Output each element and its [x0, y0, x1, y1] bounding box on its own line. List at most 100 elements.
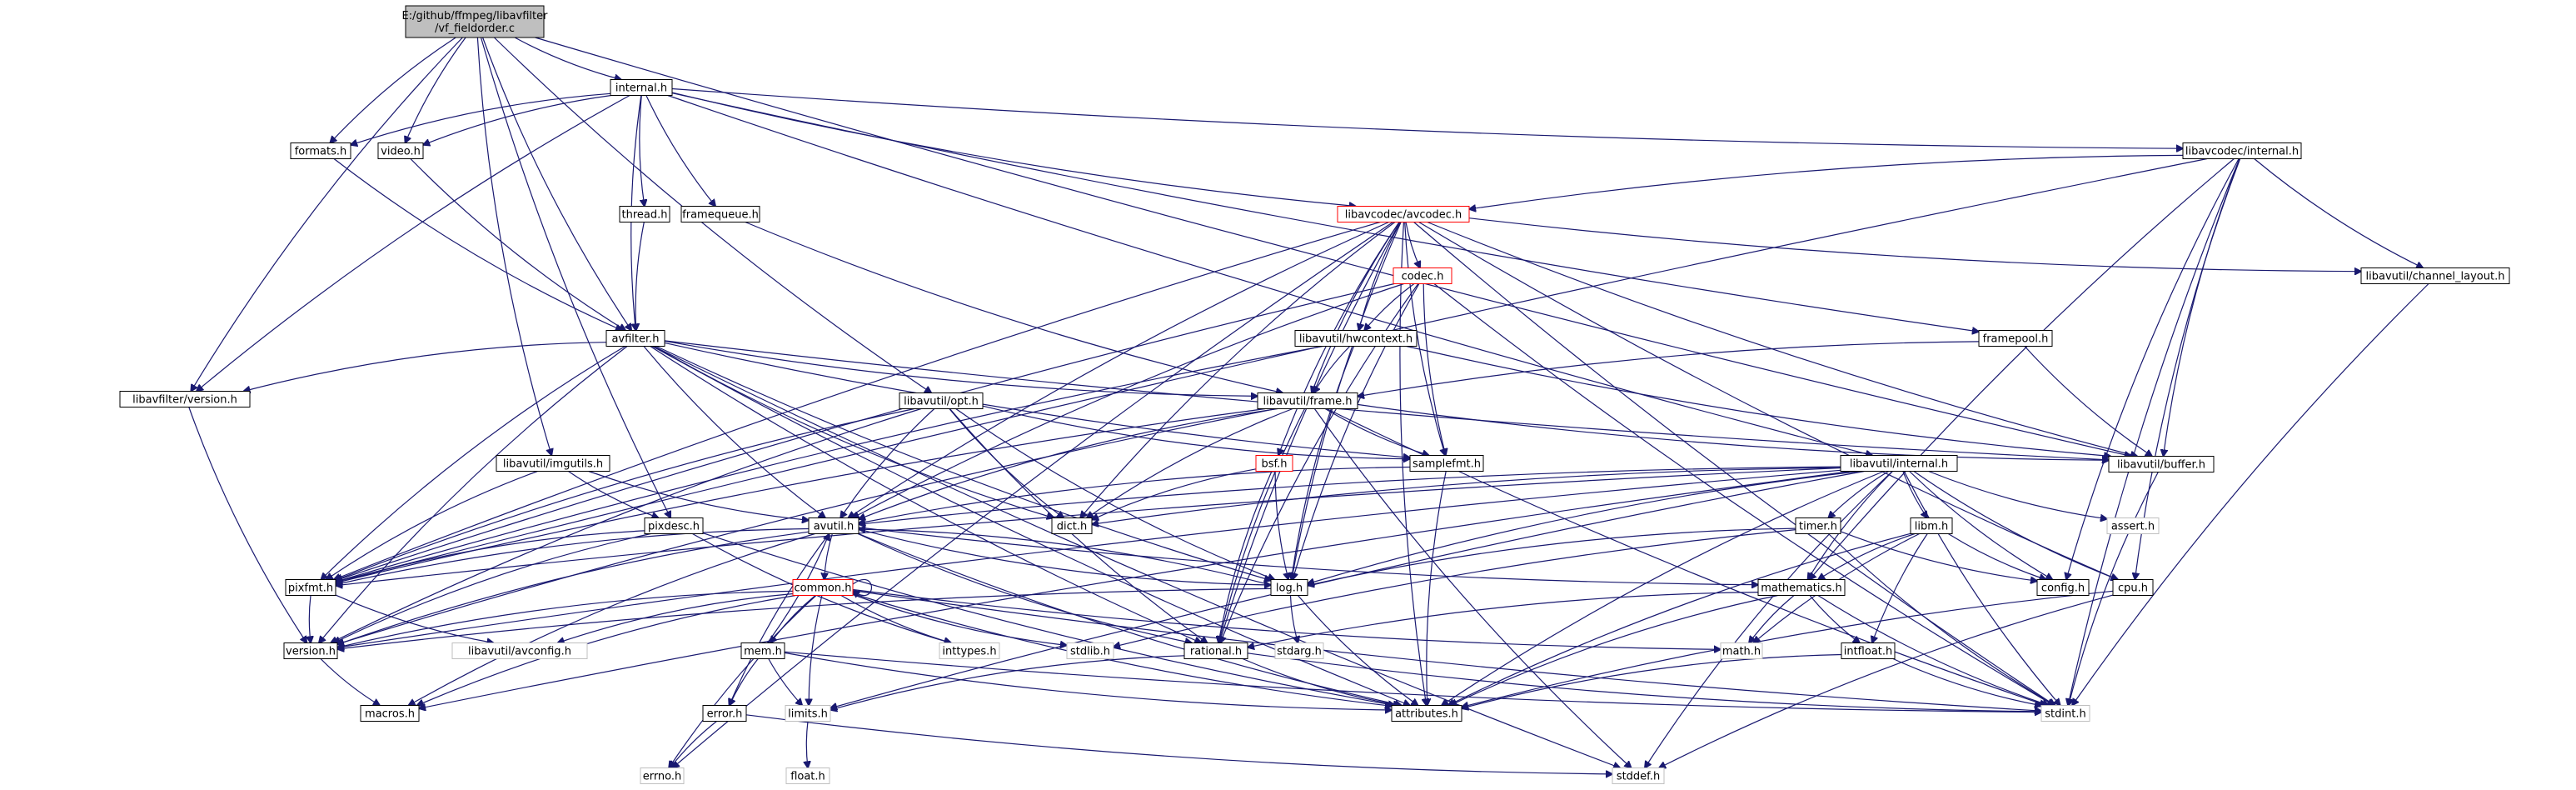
node-hwcontext-h[interactable]: libavutil/hwcontext.h [1294, 330, 1418, 347]
node-thread-h[interactable]: thread.h [619, 206, 670, 222]
node-limits-h[interactable]: limits.h [785, 705, 831, 722]
node-cpu-h[interactable]: cpu.h [2112, 579, 2154, 596]
node-version-h[interactable]: version.h [283, 642, 338, 659]
node-video-h[interactable]: video.h [377, 142, 424, 159]
node-root[interactable]: E:/github/ffmpeg/libavfilter/vf_fieldord… [402, 5, 549, 38]
edge-hwcontext_h-to-log_h [1292, 346, 1355, 580]
node-pixfmt-h[interactable]: pixfmt.h [285, 579, 336, 596]
node-framequeue-h[interactable]: framequeue.h [680, 206, 760, 222]
node-mem-h[interactable]: mem.h [740, 642, 785, 659]
edge-avcodec_h-to-dict_h [1080, 222, 1396, 518]
node-log-h[interactable]: log.h [1270, 579, 1308, 596]
edge-intfloat_h-to-attributes_h [1462, 653, 1842, 709]
node-label: libm.h [1915, 521, 1949, 533]
node-float-h[interactable]: float.h [785, 768, 830, 784]
edge-mem_h-to-stdint_h [784, 651, 2041, 712]
node-label: assert.h [2111, 521, 2155, 533]
node-box [283, 642, 338, 659]
node-box [2360, 268, 2510, 284]
edge-lavu_internal_h-to-assert_h [1928, 470, 2107, 519]
edge-internal_h-to-formats_h [351, 92, 611, 145]
node-attributes-h[interactable]: attributes.h [1391, 705, 1462, 722]
edge-avfilter_h-to-log_h [655, 345, 1271, 581]
edge-avfilter_h-to-lavfi_version_h [243, 342, 607, 392]
node-frame-h[interactable]: libavutil/frame.h [1257, 392, 1358, 409]
node-stddef-h[interactable]: stddef.h [1612, 768, 1665, 784]
node-avconfig-h[interactable]: libavutil/avconfig.h [451, 642, 588, 659]
node-channel-layout-h[interactable]: libavutil/channel_layout.h [2360, 268, 2510, 284]
node-formats-h[interactable]: formats.h [290, 142, 351, 159]
node-avcodec-internal-h[interactable]: libavcodec/internal.h [2182, 142, 2302, 159]
node-label: rational.h [1190, 646, 1242, 658]
node-buffer-h[interactable]: libavutil/buffer.h [2108, 456, 2215, 472]
edge-lavu_internal_h-to-libm_h [1902, 471, 1927, 518]
node-avcodec-h[interactable]: libavcodec/avcodec.h [1337, 206, 1470, 222]
nodes-layer: E:/github/ffmpeg/libavfilter/vf_fieldord… [119, 5, 2510, 784]
node-label: limits.h [788, 708, 828, 721]
node-box [785, 768, 830, 784]
edge-avcodec_internal_h-to-config_h [2066, 158, 2240, 580]
node-stdint-h[interactable]: stdint.h [2040, 705, 2090, 722]
node-stdlib-h[interactable]: stdlib.h [1066, 642, 1114, 659]
node-lavfi-version-h[interactable]: libavfilter/version.h [119, 391, 251, 408]
edge-timer_h-to-log_h [1308, 528, 1796, 585]
node-mathematics-h[interactable]: mathematics.h [1757, 579, 1846, 596]
edge-pixfmt_h-to-avconfig_h [335, 594, 494, 642]
node-label: bsf.h [1261, 458, 1287, 471]
node-box [2112, 579, 2154, 596]
node-common-h[interactable]: common.h [792, 579, 854, 596]
node-math-h[interactable]: math.h [1720, 642, 1763, 659]
edge-hwcontext_h-to-frame_h [1313, 346, 1351, 393]
edge-avcodec_h-to-avutil_h [848, 221, 1389, 518]
node-config-h[interactable]: config.h [2036, 579, 2090, 596]
edge-lavu_internal_h-to-mathematics_h [1808, 471, 1893, 580]
edge-common_h-to-errno_h [669, 595, 817, 768]
edge-root-to-formats_h [330, 37, 456, 143]
node-imgutils-h[interactable]: libavutil/imgutils.h [496, 455, 610, 472]
node-codec-h[interactable]: codec.h [1393, 268, 1452, 284]
node-label: libavutil/frame.h [1263, 396, 1353, 408]
node-box [1757, 579, 1846, 596]
node-pixdesc-h[interactable]: pixdesc.h [644, 518, 704, 534]
node-label: pixdesc.h [648, 521, 700, 533]
node-bsf-h[interactable]: bsf.h [1255, 455, 1293, 472]
edge-common_h-to-stdint_h [852, 590, 2041, 712]
node-assert-h[interactable]: assert.h [2106, 518, 2160, 534]
edge-avutil_h-to-attributes_h [858, 532, 1402, 706]
node-label: codec.h [1402, 271, 1444, 283]
node-errno-h[interactable]: errno.h [640, 768, 685, 784]
edge-common_h-to-limits_h [809, 595, 823, 706]
node-box [1393, 268, 1452, 284]
edge-codec_h-to-log_h [1293, 283, 1420, 580]
node-framepool-h[interactable]: framepool.h [1978, 330, 2053, 347]
node-label: error.h [707, 708, 743, 721]
node-error-h[interactable]: error.h [702, 705, 747, 722]
node-rational-h[interactable]: rational.h [1183, 642, 1248, 659]
node-label: libavcodec/internal.h [2185, 146, 2299, 158]
node-lavu-internal-h[interactable]: libavutil/internal.h [1840, 455, 1958, 472]
node-intfloat-h[interactable]: intfloat.h [1841, 642, 1896, 659]
node-box [1409, 455, 1484, 472]
edge-avfilter_h-to-samplefmt_h [664, 342, 1410, 458]
node-macros-h[interactable]: macros.h [360, 705, 420, 722]
node-inttypes-h[interactable]: inttypes.h [939, 642, 1000, 659]
edge-timer_h-to-stdlib_h [1114, 529, 1796, 648]
node-samplefmt-h[interactable]: samplefmt.h [1409, 455, 1484, 472]
edge-lavu_internal_h-to-pixfmt_h [336, 467, 1841, 586]
edge-libm_h-to-intfloat_h [1872, 533, 1928, 643]
node-avfilter-h[interactable]: avfilter.h [605, 330, 665, 347]
edge-avcodec_h-to-buffer_h [1427, 221, 2137, 457]
node-libm-h[interactable]: libm.h [1910, 518, 1953, 534]
node-opt-h[interactable]: libavutil/opt.h [899, 392, 984, 409]
edge-rational_h-to-stdint_h [1247, 652, 2041, 712]
edge-common_h-to-attributes_h [852, 592, 1392, 707]
node-stdarg-h[interactable]: stdarg.h [1274, 642, 1324, 659]
node-box [644, 518, 704, 534]
node-avutil-h[interactable]: avutil.h [808, 518, 859, 534]
node-box [899, 392, 984, 409]
node-internal-h[interactable]: internal.h [610, 79, 673, 96]
node-timer-h[interactable]: timer.h [1795, 518, 1841, 534]
node-label: stdlib.h [1070, 646, 1110, 658]
node-label: attributes.h [1395, 708, 1458, 721]
node-dict-h[interactable]: dict.h [1051, 518, 1093, 534]
